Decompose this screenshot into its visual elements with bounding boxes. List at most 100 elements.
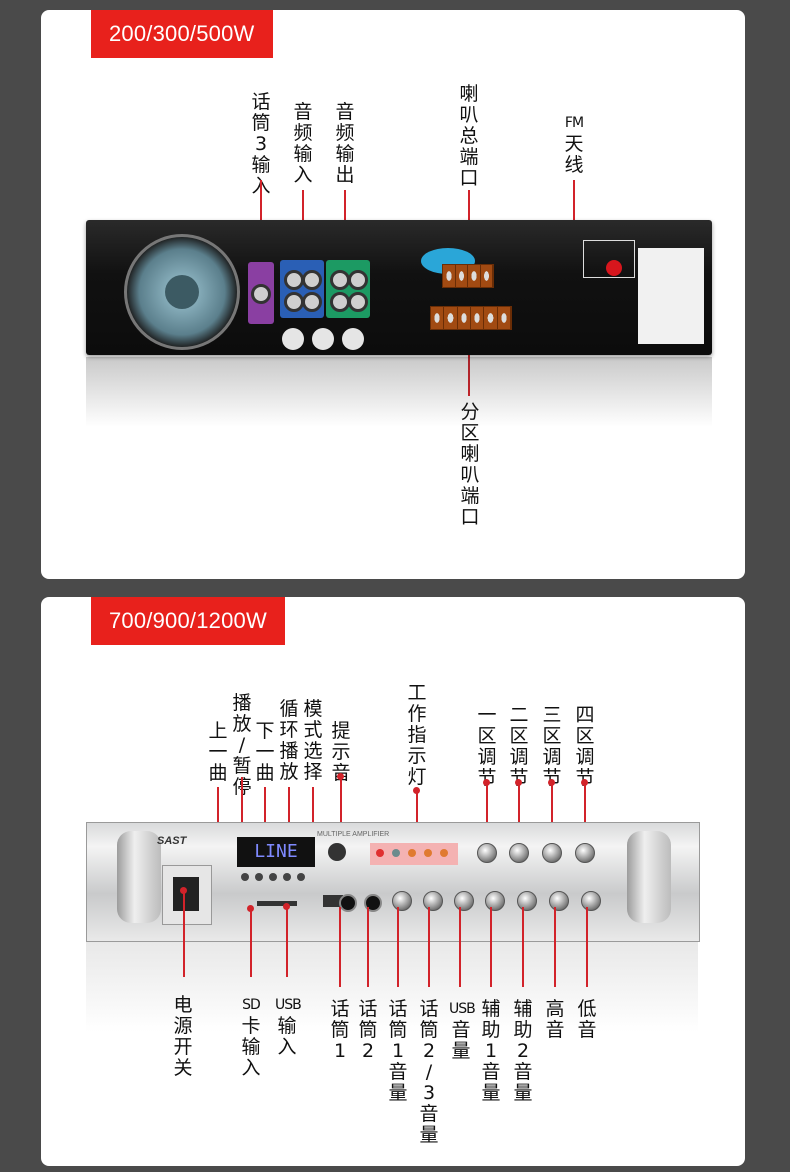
label-zone3: 三区调节: [542, 704, 562, 789]
leader-line: [586, 907, 588, 987]
usb-port[interactable]: [323, 895, 343, 907]
loop-button[interactable]: [283, 873, 291, 881]
label-speaker-total: 喇叭总端口: [459, 83, 479, 189]
prev-button[interactable]: [241, 873, 249, 881]
rca-jack-icon: [330, 270, 350, 290]
leader-line: [183, 889, 185, 977]
rca-jack-icon: [302, 292, 322, 312]
leader-line: [286, 905, 288, 977]
leader-dot: [548, 779, 555, 786]
power-tag-1: 200/300/500W: [91, 10, 273, 58]
label-zone1: 一区调节: [477, 704, 497, 789]
label-zone-speaker: 分区喇叭端口: [460, 402, 480, 528]
sd-slot[interactable]: [257, 901, 297, 906]
leader-dot: [283, 903, 290, 910]
leader-dot: [247, 905, 254, 912]
spec-label: [638, 248, 704, 344]
zone-speaker-terminal: [430, 306, 512, 330]
brand-logo: SAST: [157, 835, 187, 847]
leader-dot: [515, 779, 522, 786]
mic1-volume-knob[interactable]: [392, 891, 412, 911]
rca-jack-icon: [330, 292, 350, 312]
rack-handle-left: [117, 831, 161, 923]
aux1-volume-knob[interactable]: [485, 891, 505, 911]
lcd-display: LINE: [237, 837, 315, 867]
label-power-switch: 电源开关: [173, 994, 193, 1079]
play-pause-button[interactable]: [255, 873, 263, 881]
led-icon: [392, 849, 400, 857]
label-zone2: 二区调节: [509, 704, 529, 789]
leader-line: [518, 781, 520, 841]
leader-line: [428, 907, 430, 987]
leader-line: [486, 781, 488, 841]
power-switch[interactable]: [173, 877, 199, 911]
tone-button[interactable]: [328, 843, 346, 861]
mic3-jack-icon: [251, 284, 271, 304]
fan-icon: [124, 234, 240, 350]
label-bass: 低音: [577, 998, 597, 1041]
leader-line: [241, 777, 243, 857]
rack-handle-right: [627, 831, 671, 923]
label-treble: 高音: [545, 998, 565, 1041]
mic3-jack-box: [248, 262, 274, 324]
leader-line: [459, 907, 461, 987]
cert-icon: [282, 328, 304, 350]
leader-line: [339, 907, 341, 987]
leader-line: [250, 907, 252, 977]
label-audio-output: 音频输出: [335, 101, 355, 186]
leader-line: [416, 789, 418, 841]
leader-line: [490, 907, 492, 987]
leader-dot: [180, 887, 187, 894]
label-audio-input: 音频输入: [293, 101, 313, 186]
led-icon: [376, 849, 384, 857]
leader-dot: [337, 773, 344, 780]
mode-button[interactable]: [297, 873, 305, 881]
label-loop-play: 循环播放: [279, 698, 299, 783]
next-button[interactable]: [269, 873, 277, 881]
front-panel-image: SAST MULTIPLE AMPLIFIER LINE: [86, 822, 700, 942]
power-tag-2: 700/900/1200W: [91, 597, 285, 645]
rca-jack-icon: [348, 270, 368, 290]
zone2-knob[interactable]: [509, 843, 529, 863]
rca-jack-icon: [302, 270, 322, 290]
label-prev-track: 上一曲: [208, 720, 228, 784]
led-icon: [408, 849, 416, 857]
treble-knob[interactable]: [549, 891, 569, 911]
cert-icon: [312, 328, 334, 350]
label-mic3-input: 话筒3输入: [251, 91, 271, 197]
cert-icon: [342, 328, 364, 350]
led-panel: [370, 843, 458, 865]
leader-dot: [581, 779, 588, 786]
aux2-volume-knob[interactable]: [517, 891, 537, 911]
leader-line: [397, 907, 399, 987]
mic1-jack[interactable]: [339, 894, 357, 912]
leader-line: [573, 180, 575, 258]
reflection: [86, 357, 712, 427]
led-icon: [440, 849, 448, 857]
usb-volume-knob[interactable]: [454, 891, 474, 911]
leader-line: [551, 781, 553, 841]
zone4-knob[interactable]: [575, 843, 595, 863]
speaker-total-terminal: [442, 264, 494, 288]
audio-input-box: [280, 260, 324, 318]
zone3-knob[interactable]: [542, 843, 562, 863]
label-mode-select: 模式选择: [303, 698, 323, 783]
rear-panel-image: [86, 220, 712, 355]
bass-knob[interactable]: [581, 891, 601, 911]
mic23-volume-knob[interactable]: [423, 891, 443, 911]
reflection: [86, 942, 698, 1032]
rca-jack-icon: [284, 292, 304, 312]
model-text: MULTIPLE AMPLIFIER: [317, 831, 390, 838]
zone1-knob[interactable]: [477, 843, 497, 863]
